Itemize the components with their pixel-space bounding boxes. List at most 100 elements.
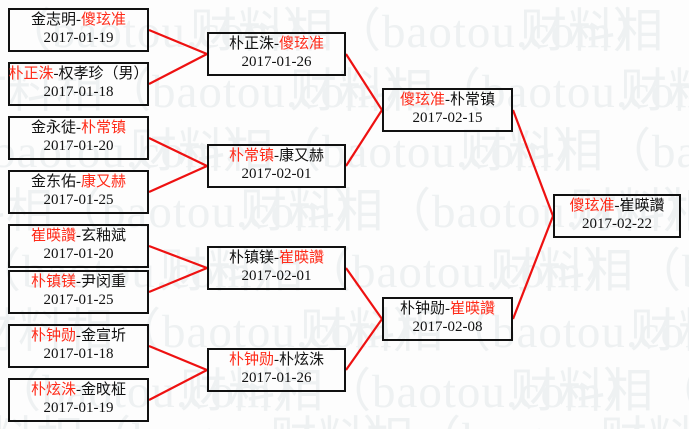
match-date: 2017-01-19 <box>43 400 114 416</box>
watermark-text: 财料相（baotou.com） <box>270 400 689 429</box>
player-left: 金永徒 <box>30 120 76 137</box>
player-right: 金旼柾 <box>81 382 127 399</box>
player-separator: - <box>614 198 620 215</box>
match-date: 2017-02-22 <box>582 216 652 232</box>
player-left: 朴炫洙 <box>30 382 76 399</box>
match-players: 朴镇镁-崔暎讚 <box>229 250 324 268</box>
player-left: 朴正洙 <box>8 66 54 83</box>
player-left: 朴钟勋 <box>399 301 445 318</box>
watermark-text: 财料相（baotou.com） <box>130 126 601 178</box>
match-players: 朴常镇-康又赫 <box>229 148 324 166</box>
player-right: 朴炫洙 <box>279 352 325 369</box>
connector-line <box>148 344 208 372</box>
player-right: 康又赫 <box>81 174 127 191</box>
player-left: 朴镇镁 <box>30 274 76 291</box>
player-right: 崔暎讚 <box>619 198 665 215</box>
watermark-text: 财料相（baotou.com） <box>510 366 689 418</box>
watermark-text: 财料相（baotou.com） <box>520 6 689 58</box>
player-left: 金志明 <box>30 12 76 29</box>
match-players: 朴正洙-权孝珍（男） <box>8 66 148 84</box>
player-left: 朴镇镁 <box>228 250 274 267</box>
player-left: 金东佑 <box>30 174 76 191</box>
match-date: 2017-01-25 <box>43 192 114 208</box>
watermark-text: 财料相（baotou.com） <box>600 400 689 429</box>
match-date: 2017-01-26 <box>241 370 312 386</box>
match-date: 2017-01-18 <box>43 84 114 100</box>
match-players: 傻玹准-崔暎讚 <box>569 198 664 216</box>
match-players: 傻玹准-朴常镇 <box>400 92 495 110</box>
match-date: 2017-01-19 <box>43 30 114 46</box>
player-right: 金宣圻 <box>81 328 127 345</box>
player-right: 朴常镇 <box>450 92 496 109</box>
match-date: 2017-02-01 <box>241 166 312 182</box>
connector-line <box>148 244 208 270</box>
connector-line <box>148 266 208 294</box>
connector-line <box>345 267 383 320</box>
player-separator: - <box>274 250 279 267</box>
player-left: 朴钟勋 <box>30 328 76 345</box>
match-date: 2017-01-25 <box>43 292 114 308</box>
player-separator: - <box>445 92 450 109</box>
match-date: 2017-02-08 <box>412 319 483 335</box>
player-left: 朴常镇 <box>228 148 274 165</box>
player-left: 傻玹准 <box>399 92 445 109</box>
connector-line <box>345 53 383 111</box>
match-players: 金志明-傻玹准 <box>31 12 126 30</box>
match-players: 朴炫洙-金旼柾 <box>31 382 126 400</box>
match-players: 朴钟勋-崔暎讚 <box>400 301 495 319</box>
match-players: 朴钟勋-朴炫洙 <box>229 352 324 370</box>
player-separator: - <box>76 174 81 191</box>
connector-line <box>511 215 555 320</box>
match-players: 崔暎讚-玄釉斌 <box>31 228 126 246</box>
connector-line <box>148 28 208 56</box>
connector-line <box>148 164 208 194</box>
match-box[interactable]: 朴正洙-权孝珍（男）2017-01-18 <box>8 62 149 106</box>
connector-line <box>148 369 208 401</box>
connector-line <box>148 137 208 167</box>
player-right: 崔暎讚 <box>450 301 496 318</box>
player-right: 崔暎讚 <box>279 250 325 267</box>
player-left: 朴正洙 <box>228 36 274 53</box>
connector-line <box>511 109 555 217</box>
player-separator: - <box>76 120 81 137</box>
match-players: 金东佑-康又赫 <box>31 174 126 192</box>
player-right: 玄釉斌 <box>81 228 127 245</box>
connector-line <box>345 109 383 167</box>
player-separator: - <box>274 148 279 165</box>
watermark-text: 财料相（baotou.com） <box>630 306 689 358</box>
match-date: 2017-01-20 <box>43 138 114 154</box>
player-separator: - <box>76 12 81 29</box>
player-right: 权孝珍（男） <box>58 66 149 83</box>
player-right: 尹闵重 <box>81 274 127 291</box>
match-players: 朴镇镁-尹闵重 <box>31 274 126 292</box>
player-separator: - <box>274 36 279 53</box>
match-date: 2017-02-01 <box>241 268 312 284</box>
player-right: 傻玹准 <box>279 36 325 53</box>
player-separator: - <box>53 66 59 83</box>
player-right: 傻玹准 <box>81 12 127 29</box>
player-separator: - <box>445 301 450 318</box>
player-separator: - <box>76 274 81 291</box>
player-left: 傻玹准 <box>569 198 615 215</box>
watermark-text: 财料相（baotou.com） <box>490 246 689 298</box>
player-separator: - <box>76 328 81 345</box>
player-right: 康又赫 <box>279 148 325 165</box>
match-players: 朴正洙-傻玹准 <box>229 36 324 54</box>
match-date: 2017-01-26 <box>241 54 312 70</box>
match-date: 2017-01-18 <box>43 346 114 362</box>
player-left: 朴钟勋 <box>228 352 274 369</box>
